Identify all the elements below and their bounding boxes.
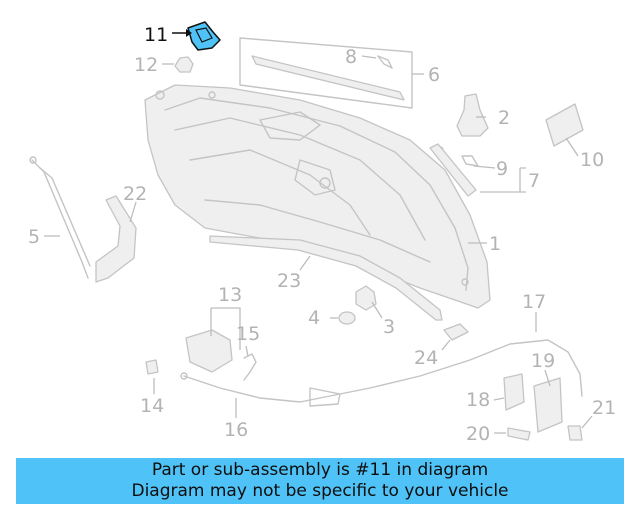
callout-15[interactable]: 15: [236, 323, 260, 345]
part-1-hood: [144, 84, 491, 309]
banner-line-disclaimer: Diagram may not be specific to your vehi…: [131, 481, 509, 501]
info-banner: Part or sub-assembly is #11 in diagram D…: [16, 458, 624, 504]
part-2-bumper: [456, 93, 489, 137]
callout-11[interactable]: 11: [144, 24, 168, 46]
part-14-bolt: [145, 359, 159, 375]
callout-19[interactable]: 19: [531, 350, 555, 372]
part-11-clip[interactable]: [187, 21, 221, 51]
banner-line-part-number: Part or sub-assembly is #11 in diagram: [151, 460, 489, 480]
part-18-bracket: [503, 373, 525, 411]
callout-18[interactable]: 18: [466, 389, 490, 411]
part-20-bolt: [507, 427, 531, 441]
callout-7[interactable]: 7: [528, 170, 540, 192]
callout-9[interactable]: 9: [496, 158, 508, 180]
part-23-seal: [209, 235, 443, 321]
part-21-clip: [567, 425, 583, 441]
callout-20[interactable]: 20: [466, 423, 490, 445]
callout-23[interactable]: 23: [277, 270, 301, 292]
part-16-17-cable: [180, 339, 583, 407]
callout-21[interactable]: 21: [592, 397, 616, 419]
parts-diagram: 11 12 8 6 2 10 9 7 22 5 1 23 13 4 3 17 1…: [28, 21, 616, 445]
callout-6[interactable]: 6: [428, 64, 440, 86]
part-24-pad: [443, 323, 469, 341]
part-3-bumper: [355, 285, 377, 311]
callout-16[interactable]: 16: [224, 419, 248, 441]
part-6-seal: [239, 37, 413, 109]
part-12-grommet: [174, 56, 194, 73]
part-4-plug: [338, 311, 356, 325]
part-13-latch: [185, 329, 233, 373]
part-19-handle: [533, 377, 563, 433]
callout-13[interactable]: 13: [218, 284, 242, 306]
callout-24[interactable]: 24: [414, 347, 438, 369]
callout-10[interactable]: 10: [580, 149, 604, 171]
callout-22[interactable]: 22: [123, 183, 147, 205]
part-10-label: [545, 103, 584, 147]
callout-17[interactable]: 17: [522, 291, 546, 313]
callout-2[interactable]: 2: [498, 107, 510, 129]
callout-labels: 11 12 8 6 2 10 9 7 22 5 1 23 13 4 3 17 1…: [28, 24, 616, 445]
callout-3[interactable]: 3: [383, 316, 395, 338]
callout-14[interactable]: 14: [140, 395, 164, 417]
leader-lines: [44, 29, 593, 434]
callout-5[interactable]: 5: [28, 226, 40, 248]
callout-12[interactable]: 12: [134, 54, 158, 76]
callout-1[interactable]: 1: [489, 233, 501, 255]
callout-4[interactable]: 4: [308, 307, 320, 329]
callout-8[interactable]: 8: [345, 46, 357, 68]
part-5-strut: [29, 156, 91, 279]
part-22-hinge: [95, 195, 137, 283]
part-15-clip: [243, 353, 257, 381]
